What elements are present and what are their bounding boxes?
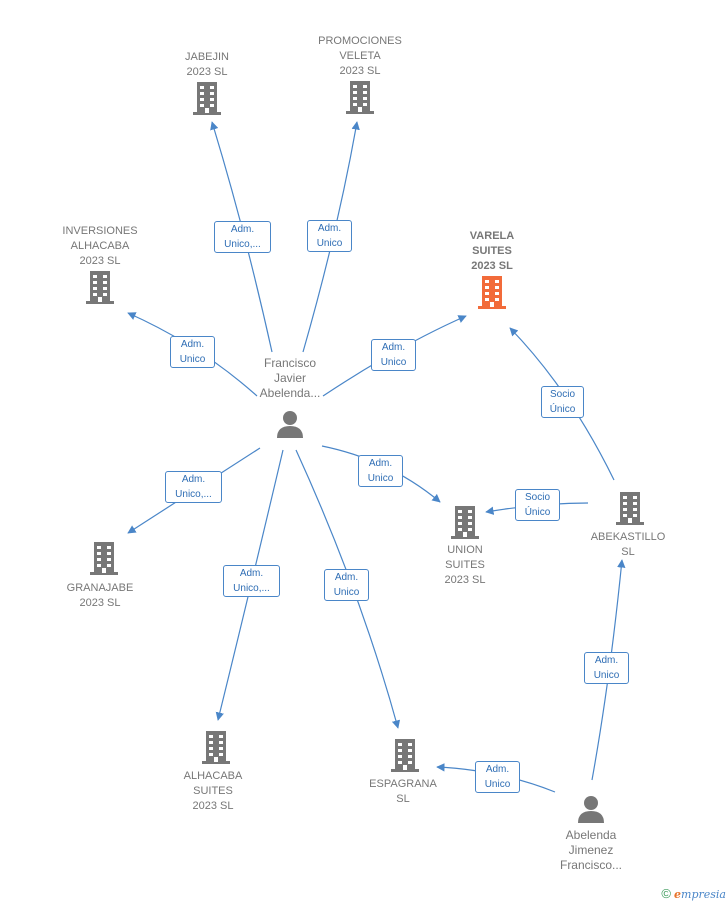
edge-label-alhacaba[interactable]: Adm.Unico,... [223, 565, 280, 597]
node-promociones-veleta[interactable]: PROMOCIONES VELETA 2023 SL [305, 34, 415, 115]
node-alhacaba-icon-wrap[interactable] [198, 729, 234, 765]
edge-label-union[interactable]: Adm.Unico [358, 455, 403, 487]
empresia-watermark[interactable]: © empresia [661, 886, 726, 901]
node-label-line: SL [621, 546, 635, 558]
node-label-line: JABEJIN [184, 51, 229, 63]
building-icon [616, 492, 644, 525]
node-inversiones-alhacaba[interactable]: INVERSIONES ALHACABA 2023 SL [52, 224, 148, 305]
edge-label-espagrana[interactable]: Adm.Unico [324, 569, 369, 601]
node-label-line: SUITES [193, 785, 233, 797]
building-icon [478, 276, 506, 309]
edge-label-granajabe[interactable]: Adm.Unico,... [165, 471, 222, 503]
node-label-line: 2023 SL [471, 260, 513, 272]
node-label-line: VARELA [469, 230, 515, 242]
node-label-line: ALHACABA [70, 240, 130, 252]
node-granajabe-icon-wrap[interactable] [86, 540, 122, 576]
node-abekastillo[interactable]: ABEKASTILLO SL [580, 530, 676, 560]
node-label-line: ALHACABA [183, 770, 243, 782]
node-label-line: 2023 SL [339, 65, 381, 77]
node-label-line: SUITES [472, 245, 512, 257]
node-label-line: Javier [273, 371, 306, 385]
node-label-line: SL [396, 793, 410, 805]
node-label-line: 2023 SL [79, 597, 121, 609]
node-label-line: Francisco... [559, 858, 622, 872]
node-label-line: VELETA [339, 50, 381, 62]
building-icon [90, 542, 118, 575]
building-icon [202, 731, 230, 764]
copyright-symbol: © [661, 886, 671, 901]
node-abekastillo-icon-wrap[interactable] [612, 490, 648, 526]
node-label-line: 2023 SL [79, 255, 121, 267]
brand-name: empresia [674, 888, 726, 901]
node-abelenda-jimenez[interactable]: Abelenda Jimenez Francisco... [541, 794, 641, 873]
node-label-line: ESPAGRANA [369, 778, 437, 790]
node-francisco-javier[interactable]: Francisco Javier Abelenda... [240, 356, 340, 439]
person-icon [578, 796, 604, 823]
node-label-line: Jimenez [568, 843, 614, 857]
node-espagrana[interactable]: ESPAGRANA SL [358, 777, 448, 807]
node-label-line: Abelenda... [259, 386, 321, 400]
edge-label-jimenez-espagrana[interactable]: Adm.Unico [475, 761, 520, 793]
edge-label-jabejin[interactable]: Adm.Unico,... [214, 221, 271, 253]
node-label-line: INVERSIONES [62, 225, 138, 237]
node-label-line: Abelenda [565, 828, 617, 842]
building-icon [451, 506, 479, 539]
node-varela-suites[interactable]: VARELA SUITES 2023 SL [447, 229, 537, 310]
edge-label-inversiones[interactable]: Adm.Unico [170, 336, 215, 368]
node-espagrana-icon-wrap[interactable] [387, 737, 423, 773]
node-label-line: ABEKASTILLO [590, 531, 666, 543]
person-icon [277, 411, 303, 438]
node-label-line: 2023 SL [186, 66, 228, 78]
building-icon [391, 739, 419, 772]
edge-label-promociones[interactable]: Adm.Unico [307, 220, 352, 252]
building-icon [86, 271, 114, 304]
node-label-line: PROMOCIONES [318, 35, 402, 47]
node-label-line: GRANAJABE [66, 582, 134, 594]
edge-label-jimenez-abekastillo[interactable]: Adm.Unico [584, 652, 629, 684]
node-alhacaba-suites[interactable]: ALHACABA SUITES 2023 SL [168, 769, 258, 814]
edge-label-varela[interactable]: Adm.Unico [371, 339, 416, 371]
building-icon [346, 81, 374, 114]
node-union-icon-wrap[interactable] [447, 504, 483, 540]
node-union-suites[interactable]: UNION SUITES 2023 SL [420, 543, 510, 588]
node-jabejin[interactable]: JABEJIN 2023 SL [167, 50, 247, 116]
node-label-line: Francisco [263, 356, 316, 370]
node-granajabe[interactable]: GRANAJABE 2023 SL [55, 581, 145, 611]
node-label-line: 2023 SL [192, 800, 234, 812]
node-label-line: UNION [447, 544, 483, 556]
node-label-line: SUITES [445, 559, 485, 571]
building-icon [193, 82, 221, 115]
node-label-line: 2023 SL [444, 574, 486, 586]
